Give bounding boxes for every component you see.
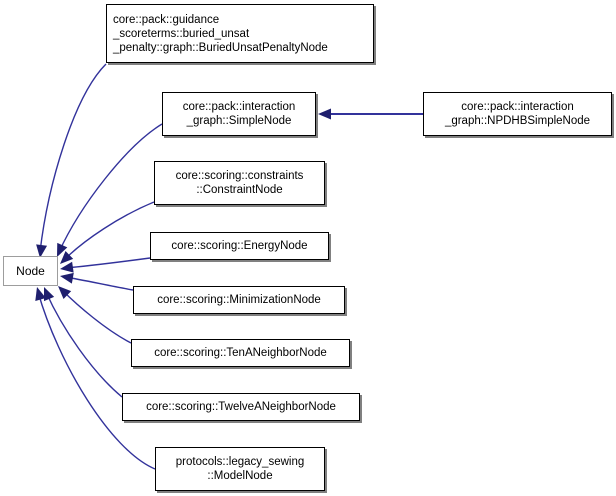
node-label-line: core::scoring::constraints: [175, 170, 304, 182]
node-label-line: ::ConstraintNode: [196, 184, 283, 196]
edge-arrowhead-edge-buried-unsat-to-node: [36, 244, 48, 258]
edge-arrowhead-edge-model-to-node: [35, 287, 46, 302]
node-box-ten-a-neighbor-node[interactable]: core::scoring::TenANeighborNode: [131, 339, 350, 367]
node-box-constraint-node[interactable]: core::scoring::constraints::ConstraintNo…: [154, 161, 325, 205]
edge-arrowhead-edge-constraint-to-node: [60, 251, 74, 264]
node-box-simple-node[interactable]: core::pack::interaction_graph::SimpleNod…: [162, 92, 316, 136]
edge-line-edge-energy-to-node: [64, 257, 151, 269]
edge-line-edge-twelve-a-to-node: [45, 291, 123, 398]
node-box-npdhb-simple-node[interactable]: core::pack::interaction_graph::NPDHBSimp…: [423, 92, 612, 136]
edge-arrowhead-edge-twelve-a-to-node: [44, 287, 55, 302]
node-label-line: _penalty::graph::BuriedUnsatPenaltyNode: [113, 41, 328, 54]
edge-line-edge-model-to-node: [37, 291, 156, 470]
edge-arrowhead-edge-energy-to-node: [60, 261, 74, 273]
node-box-twelve-a-neighbor-node[interactable]: core::scoring::TwelveANeighborNode: [122, 393, 360, 421]
node-box-minimization-node[interactable]: core::scoring::MinimizationNode: [133, 286, 345, 314]
edge-arrowhead-edge-npdhb-to-simple: [318, 108, 331, 120]
node-box-model-node[interactable]: protocols::legacy_sewing::ModelNode: [155, 447, 325, 491]
node-label-line: core::pack::interaction: [182, 101, 296, 113]
node-label-line: _graph::SimpleNode: [186, 115, 292, 127]
edge-line-edge-buried-unsat-to-node: [39, 63, 107, 253]
edge-line-edge-ten-a-to-node: [61, 289, 132, 344]
node-box-buried-unsat-penalty-node[interactable]: core::pack::guidance_scoreterms::buried_…: [106, 4, 374, 63]
node-label-line: core::scoring::EnergyNode: [171, 240, 308, 252]
node-label-line: protocols::legacy_sewing: [175, 456, 305, 468]
edge-line-edge-minimization-to-node: [64, 276, 134, 291]
node-label-line: _scoreterms::buried_unsat: [113, 27, 250, 40]
node-box-energy-node[interactable]: core::scoring::EnergyNode: [150, 232, 329, 260]
node-label-line: _graph::NPDHBSimpleNode: [444, 115, 591, 127]
edge-arrowhead-edge-minimization-to-node: [60, 272, 74, 284]
node-box-root-node[interactable]: Node: [3, 256, 58, 286]
edge-arrowhead-edge-simple-to-node: [57, 242, 68, 257]
edge-line-edge-constraint-to-node: [63, 201, 155, 261]
edge-arrowhead-edge-ten-a-to-node: [58, 286, 72, 299]
node-label-line: core::scoring::TwelveANeighborNode: [146, 401, 336, 413]
edge-line-edge-simple-to-node: [58, 123, 163, 253]
node-label-line: ::ModelNode: [207, 470, 273, 482]
node-label-line: core::scoring::TenANeighborNode: [154, 347, 327, 359]
node-label-line: core::pack::guidance: [113, 13, 220, 26]
node-label-line: Node: [16, 264, 45, 278]
node-label-line: core::pack::interaction: [461, 101, 574, 113]
node-label-line: core::scoring::MinimizationNode: [157, 294, 321, 306]
